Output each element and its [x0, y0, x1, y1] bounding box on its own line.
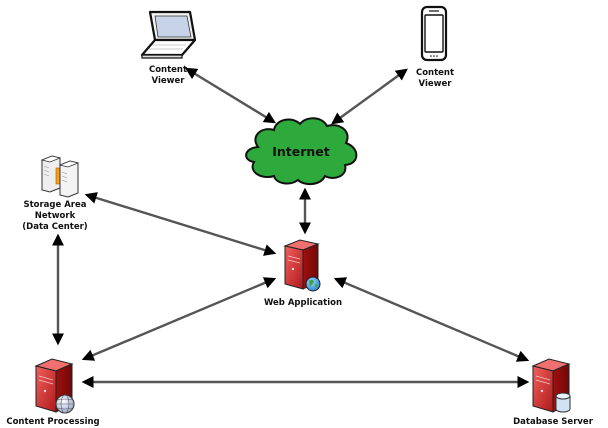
connection-laptop-internet	[184, 67, 277, 124]
cloud-icon	[245, 117, 358, 186]
node-content-processing[interactable]: Content Processing	[6, 358, 100, 427]
node-label: Web Application	[264, 298, 342, 308]
node-storage-area-network[interactable]: Storage Area Network (Data Center)	[22, 155, 88, 232]
node-label: Internet	[272, 144, 330, 159]
node-database-server[interactable]: Database Server	[513, 358, 594, 427]
node-label: Content Processing	[6, 417, 99, 427]
node-content-viewer-phone[interactable]: Content Viewer	[416, 5, 454, 89]
node-internet[interactable]: Internet	[245, 117, 358, 186]
laptop-icon	[140, 10, 197, 59]
node-label: Content	[416, 68, 454, 78]
node-label: Database Server	[513, 417, 594, 427]
node-label: Content	[149, 65, 187, 75]
connection-webapp-contentprocessing	[81, 277, 277, 361]
node-label: Viewer	[419, 79, 453, 89]
node-label: (Data Center)	[22, 222, 88, 232]
node-web-application[interactable]: Web Application	[264, 239, 342, 308]
node-label: Viewer	[152, 76, 186, 86]
connection-san-webapp	[84, 192, 277, 256]
connection-webapp-database	[333, 277, 530, 362]
smartphone-icon	[420, 5, 448, 62]
server-globe-icon	[283, 239, 321, 292]
node-label: Storage Area	[23, 200, 86, 210]
connections	[52, 67, 530, 388]
storage-servers-icon	[40, 155, 80, 198]
node-content-viewer-laptop[interactable]: Content Viewer	[140, 10, 197, 86]
server-database-icon	[531, 358, 571, 413]
node-label: Network	[35, 211, 76, 221]
server-globe-icon	[34, 358, 75, 414]
connection-phone-internet	[331, 68, 408, 125]
